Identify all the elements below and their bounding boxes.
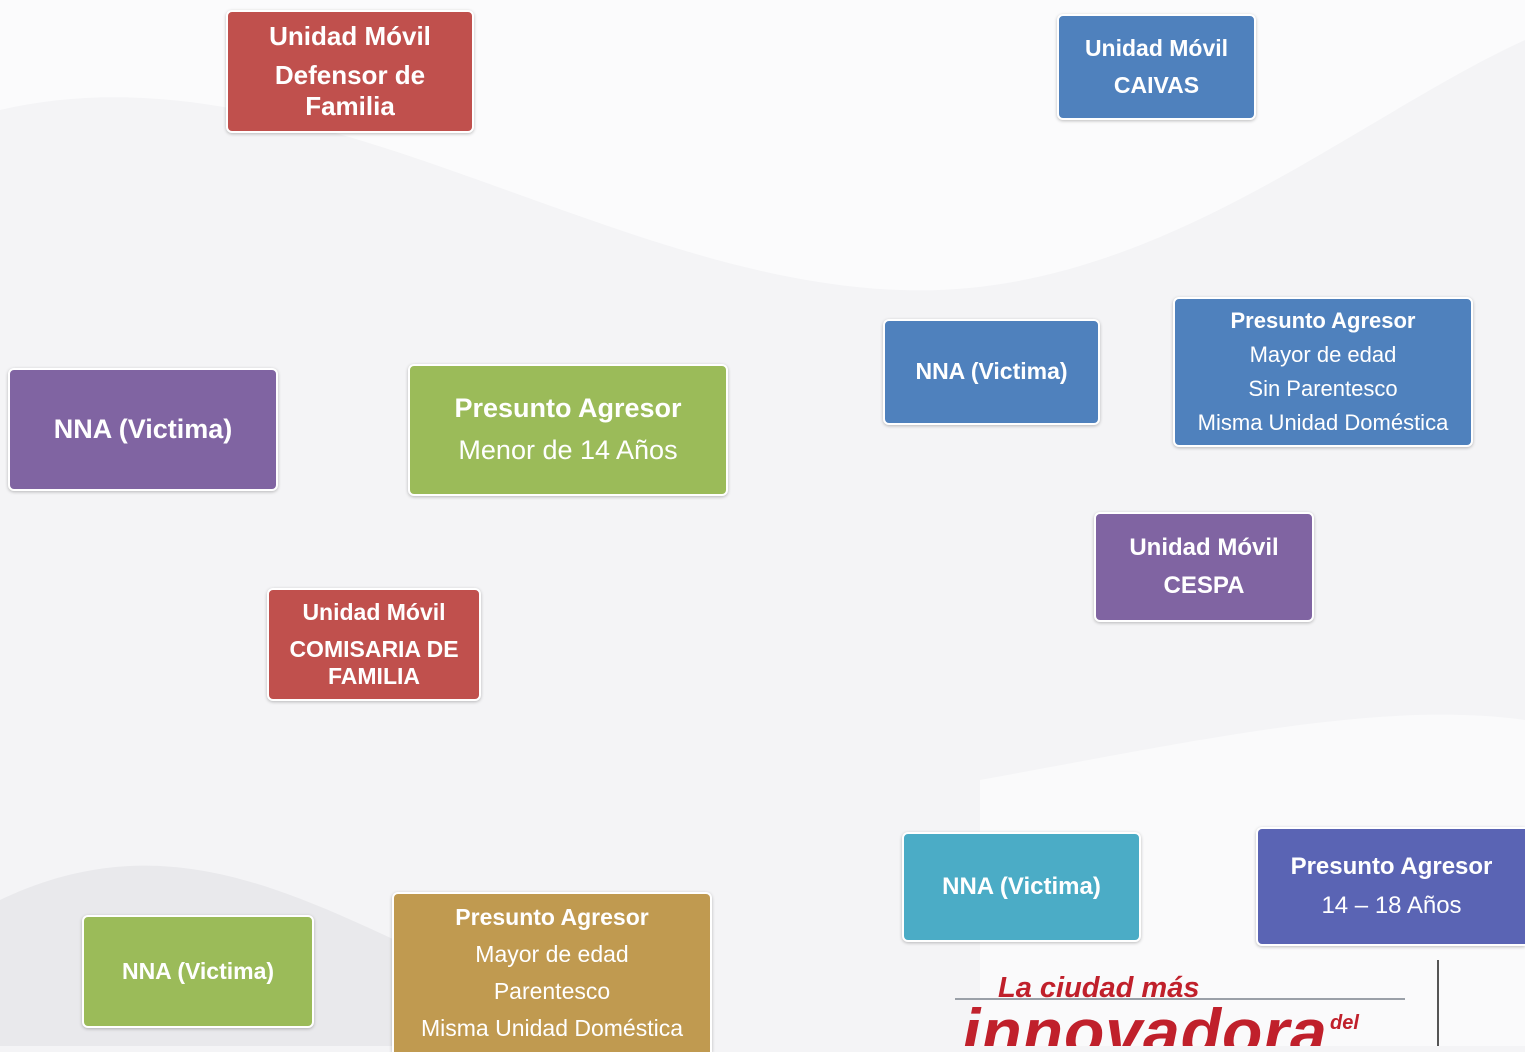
victim-label: NNA (Victima) <box>121 957 275 984</box>
node-defensor-familia: Unidad Móvil Defensor de Familia <box>226 10 474 133</box>
node-victim: NNA (Victima) <box>883 319 1100 425</box>
logo-title: innovadora <box>962 995 1328 1046</box>
logo-suffix: del <box>1330 1012 1359 1034</box>
aggressor-title: Presunto Agresor <box>1290 853 1493 881</box>
aggressor-detail: Parentesco <box>493 978 611 1004</box>
aggressor-title: Presunto Agresor <box>455 903 649 930</box>
aggressor-title: Presunto Agresor <box>454 393 682 424</box>
node-line: CAIVAS <box>1113 72 1200 98</box>
aggressor-detail: Menor de 14 Años <box>458 435 678 465</box>
node-line: Familia <box>305 90 395 121</box>
node-line: Unidad Móvil <box>1129 533 1279 561</box>
aggressor-detail: Mayor de edad <box>1249 342 1397 368</box>
aggressor-detail: Mayor de edad <box>475 940 629 967</box>
node-caivas: Unidad Móvil CAIVAS <box>1057 14 1256 120</box>
node-aggressor: Presunto Agresor Menor de 14 Años <box>408 364 728 496</box>
city-logo: La ciudad más innovadora del <box>940 960 1500 1046</box>
node-line: FAMILIA <box>328 663 420 690</box>
victim-label: NNA (Victima) <box>915 358 1068 385</box>
aggressor-detail: Misma Unidad Doméstica <box>420 1015 684 1042</box>
node-victim: NNA (Victima) <box>8 368 278 491</box>
node-line: Defensor de <box>274 60 426 91</box>
node-line: Unidad Móvil <box>302 598 446 625</box>
node-line: Unidad Móvil <box>269 21 431 52</box>
aggressor-title: Presunto Agresor <box>1230 308 1416 334</box>
node-aggressor: Presunto Agresor Mayor de edad Parentesc… <box>392 892 712 1052</box>
logo-divider <box>955 998 1405 1000</box>
node-cespa: Unidad Móvil CESPA <box>1094 512 1314 622</box>
aggressor-detail: 14 – 18 Años <box>1321 891 1462 919</box>
node-victim: NNA (Victima) <box>902 832 1141 942</box>
logo-tagline: La ciudad más <box>998 972 1200 1004</box>
node-comisaria-familia: Unidad Móvil COMISARIA DE FAMILIA <box>267 588 481 701</box>
aggressor-detail: Sin Parentesco <box>1248 376 1398 401</box>
node-line: CESPA <box>1163 572 1245 599</box>
logo-separator <box>1437 960 1439 1046</box>
victim-label: NNA (Victima) <box>53 413 233 444</box>
victim-label: NNA (Victima) <box>942 872 1101 900</box>
node-line: Unidad Móvil <box>1084 34 1229 61</box>
node-aggressor: Presunto Agresor Mayor de edad Sin Paren… <box>1173 297 1473 447</box>
node-victim: NNA (Victima) <box>82 915 314 1028</box>
aggressor-detail: Misma Unidad Doméstica <box>1197 409 1449 435</box>
node-line: COMISARIA DE <box>289 635 459 662</box>
node-aggressor: Presunto Agresor 14 – 18 Años <box>1256 827 1525 946</box>
